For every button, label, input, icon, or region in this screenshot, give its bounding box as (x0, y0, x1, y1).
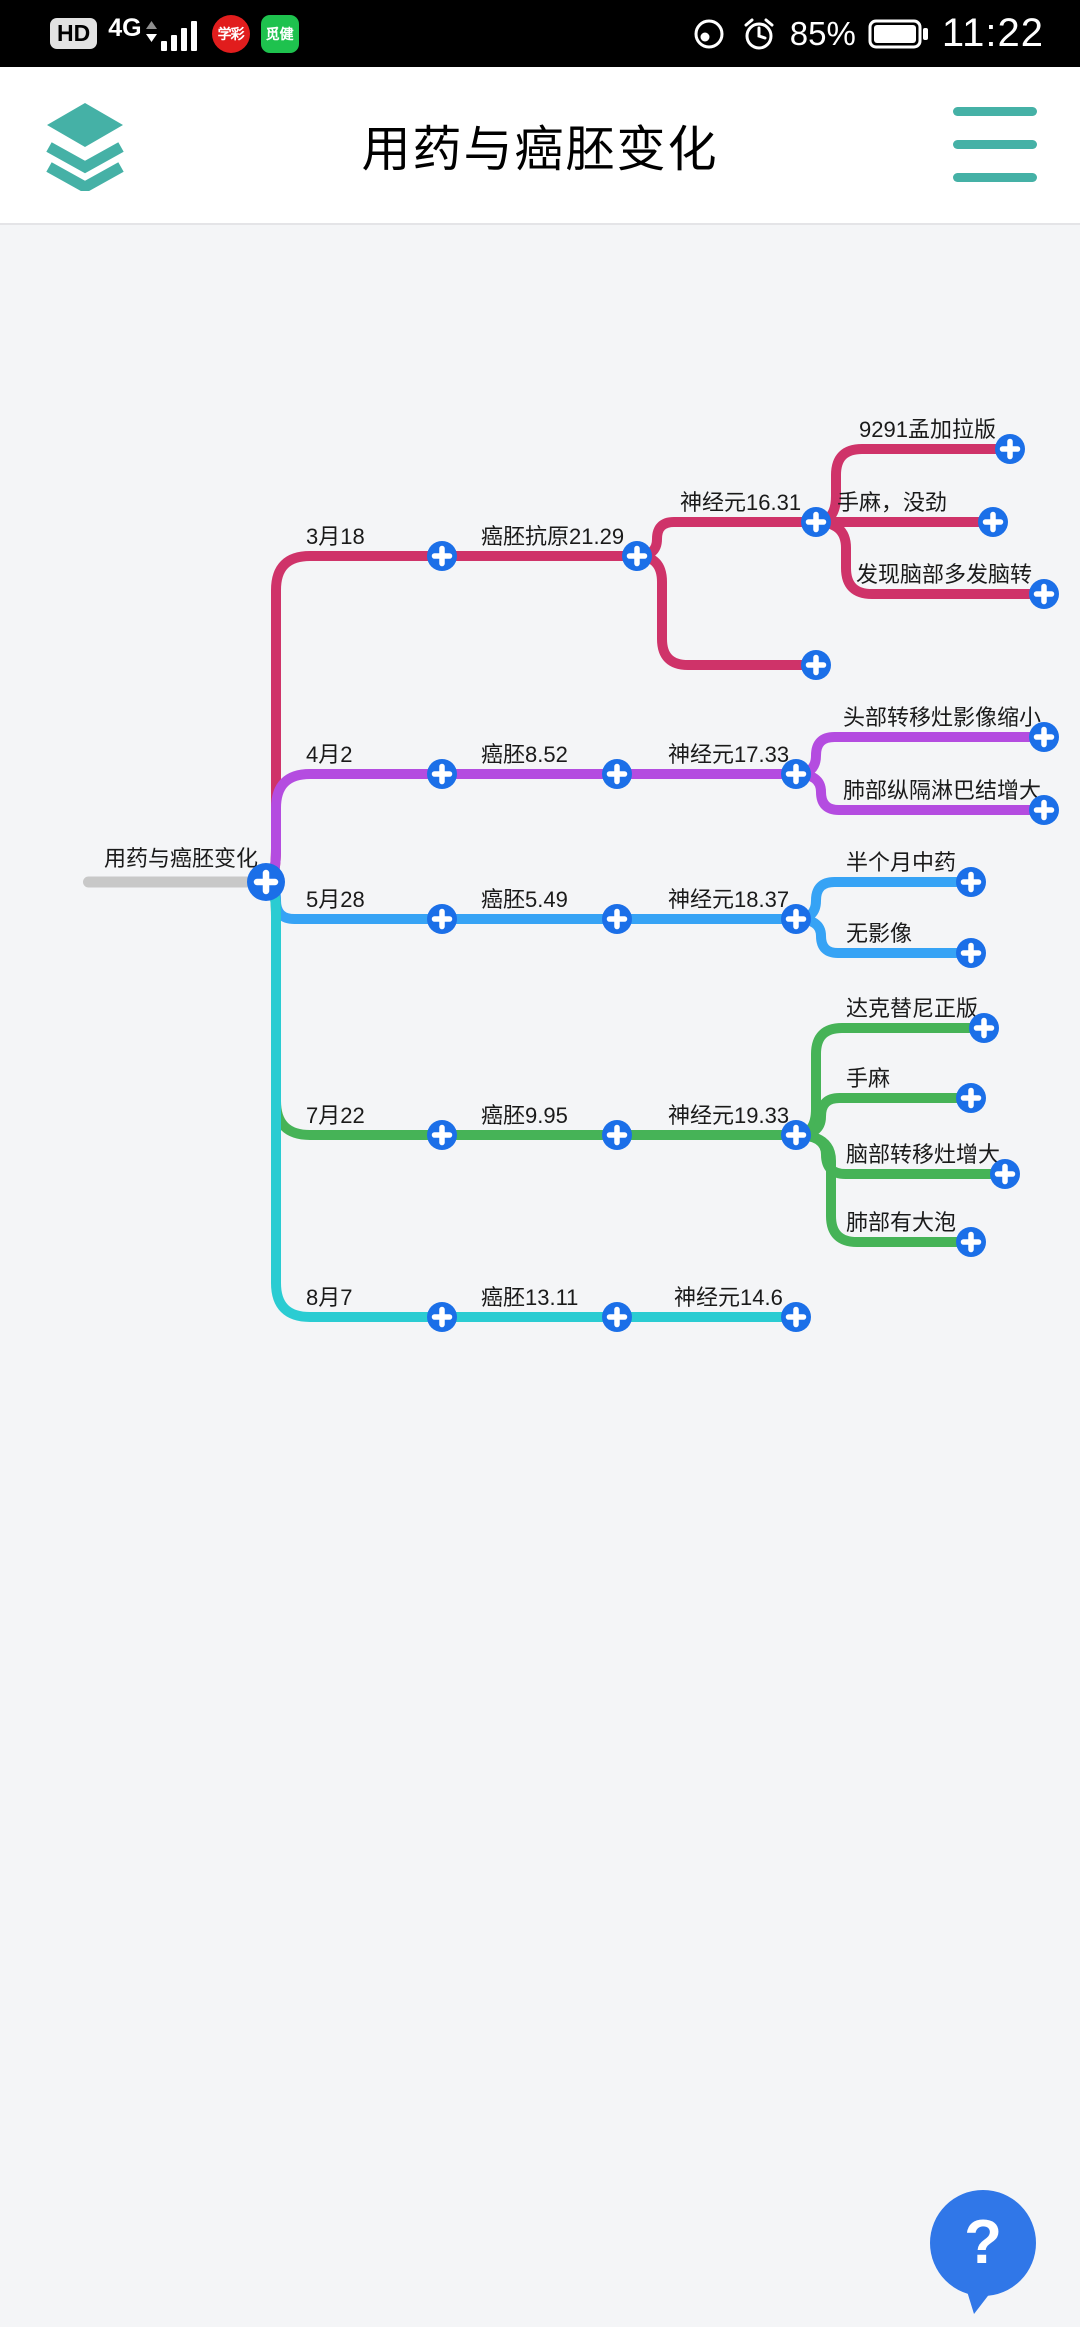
node-label: 癌胚抗原21.29 (481, 524, 624, 549)
mindmap-canvas[interactable]: 3月18 癌胚抗原21.29 神经元16.31 9291孟加拉版手麻，没劲发现脑部多发… (0, 227, 1080, 2340)
branch-line (811, 517, 1049, 599)
node-label: 癌胚5.49 (481, 887, 568, 912)
add-node-button[interactable] (602, 1302, 632, 1332)
help-bubble: ? (930, 2190, 1036, 2296)
hamburger-menu-button[interactable] (940, 85, 1050, 205)
branch-line (632, 517, 821, 561)
add-node-button[interactable] (602, 904, 632, 934)
status-bar: HD 4G 学彩 觅健 (0, 0, 1080, 67)
branch-line (632, 551, 821, 670)
node-label: 5月28 (306, 887, 365, 912)
battery-percent-label: 85% (789, 14, 856, 52)
status-right-cluster: 85% 11:22 (690, 11, 1044, 56)
question-icon: ? (964, 2208, 1002, 2277)
node-label: 神经元18.37 (668, 887, 789, 912)
add-node-button[interactable] (801, 650, 831, 680)
add-node-button[interactable] (781, 904, 811, 934)
branch-line (791, 1093, 976, 1140)
root-node-label: 用药与癌胚变化 (104, 846, 258, 871)
add-node-button[interactable] (427, 759, 457, 789)
node-label: 脑部转移灶增大 (846, 1142, 1000, 1167)
node-label: 达克替尼正版 (846, 996, 978, 1021)
add-node-button[interactable] (781, 759, 811, 789)
node-label: 神经元14.6 (674, 1285, 783, 1310)
add-node-button[interactable] (1029, 722, 1059, 752)
add-node-button[interactable] (956, 938, 986, 968)
node-label: 7月22 (306, 1103, 365, 1128)
add-node-button[interactable] (1029, 795, 1059, 825)
node-label: 肺部有大泡 (846, 1210, 956, 1235)
add-node-button[interactable] (781, 1120, 811, 1150)
layers-menu-button[interactable] (30, 85, 140, 205)
node-label: 半个月中药 (846, 850, 956, 875)
branch-line (261, 769, 801, 887)
hamburger-icon (953, 107, 1037, 182)
layers-icon (46, 103, 124, 191)
bottom-strip (0, 2327, 1080, 2340)
node-label: 无影像 (846, 921, 912, 946)
green-app-icon: 觅健 (260, 14, 299, 53)
alarm-clock-icon (744, 18, 774, 49)
branch-line (791, 877, 976, 924)
bubble-tail-icon (966, 2288, 994, 2314)
eye-comfort-icon (694, 19, 724, 48)
help-fab-button[interactable]: ? (930, 2190, 1040, 2316)
node-label: 9291孟加拉版 (859, 417, 996, 442)
add-node-button[interactable] (247, 863, 285, 901)
add-node-button[interactable] (801, 507, 831, 537)
add-node-button[interactable] (602, 759, 632, 789)
branch-line (791, 732, 1049, 779)
node-label: 头部转移灶影像缩小 (843, 705, 1041, 730)
add-node-button[interactable] (969, 1013, 999, 1043)
node-label: 发现脑部多发脑转 (856, 562, 1032, 587)
node-label: 癌胚9.95 (481, 1103, 568, 1128)
add-node-button[interactable] (602, 1120, 632, 1150)
add-node-button[interactable] (956, 1227, 986, 1257)
battery-icon (868, 19, 928, 48)
add-node-button[interactable] (427, 541, 457, 571)
node-label: 神经元17.33 (668, 742, 789, 767)
signal-bars-icon (160, 20, 197, 51)
node-label: 手麻 (846, 1066, 890, 1091)
network-type-label: 4G (108, 13, 142, 42)
branch-line (261, 551, 642, 887)
node-label: 肺部纵隔淋巴结增大 (843, 778, 1041, 803)
red-app-icon: 学彩 (211, 14, 250, 53)
node-label: 神经元16.31 (680, 490, 801, 515)
node-label: 3月18 (306, 524, 365, 549)
add-node-button[interactable] (956, 1083, 986, 1113)
branch-line (791, 1130, 976, 1247)
branch-line (261, 877, 801, 1322)
add-node-button[interactable] (1029, 579, 1059, 609)
add-node-button[interactable] (995, 434, 1025, 464)
app-header: 用药与癌胚变化 (0, 67, 1080, 225)
data-arrows-icon (145, 20, 157, 42)
hd-icon: HD (50, 18, 98, 49)
add-node-button[interactable] (427, 904, 457, 934)
add-node-button[interactable] (427, 1302, 457, 1332)
node-label: 神经元19.33 (668, 1103, 789, 1128)
add-node-button[interactable] (978, 507, 1008, 537)
node-label: 癌胚13.11 (481, 1285, 578, 1310)
node-label: 4月2 (306, 742, 352, 767)
network-indicator: 4G (108, 13, 200, 52)
node-label: 手麻，没劲 (837, 490, 947, 515)
clock-label: 11:22 (941, 11, 1044, 55)
add-node-button[interactable] (781, 1302, 811, 1332)
add-node-button[interactable] (427, 1120, 457, 1150)
add-node-button[interactable] (622, 541, 652, 571)
add-node-button[interactable] (990, 1159, 1020, 1189)
add-node-button[interactable] (956, 867, 986, 897)
root-node-bar[interactable] (83, 876, 266, 888)
node-label: 8月7 (306, 1285, 352, 1310)
mindmap-viewport[interactable]: 3月18 癌胚抗原21.29 神经元16.31 9291孟加拉版手麻，没劲发现脑部多发… (0, 227, 1080, 2340)
page-title: 用药与癌胚变化 (361, 122, 719, 177)
node-label: 癌胚8.52 (481, 742, 568, 767)
status-left-cluster: HD 4G 学彩 觅健 (50, 13, 299, 53)
